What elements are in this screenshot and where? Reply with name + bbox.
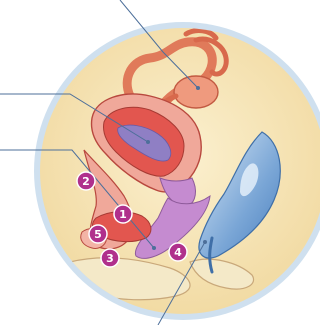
callout-1: 1 — [114, 205, 132, 223]
leader-dot-bladder — [203, 240, 207, 244]
callout-2-label: 2 — [82, 175, 90, 188]
callout-3-label: 3 — [106, 252, 114, 265]
callout-5-label: 5 — [94, 228, 102, 241]
leader-dot-cervix — [152, 246, 156, 250]
leader-dot-uterus — [146, 140, 150, 144]
callout-2: 2 — [77, 172, 95, 190]
callout-3: 3 — [101, 249, 119, 267]
callout-1-label: 1 — [119, 208, 127, 221]
leader-dot-tube — [196, 86, 200, 90]
callout-4: 4 — [169, 243, 187, 261]
callout-4-label: 4 — [174, 246, 182, 259]
callout-5: 5 — [89, 225, 107, 243]
ovary — [174, 76, 218, 108]
